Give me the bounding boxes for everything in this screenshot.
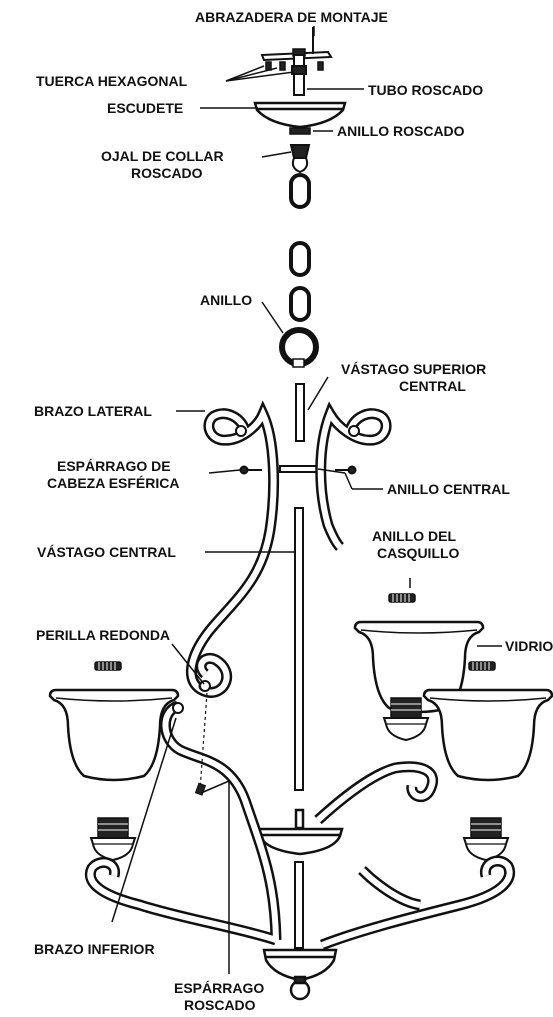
label-socket-ring-2: CASQUILLO xyxy=(377,545,460,561)
label-ball-knob: PERILLA REDONDA xyxy=(36,627,170,643)
label-side-arm: BRAZO LATERAL xyxy=(34,403,152,419)
label-ball-stud-1: ESPÁRRAGO DE xyxy=(57,458,171,474)
leader-lines xyxy=(111,26,502,974)
glass-shade-left xyxy=(48,688,180,782)
glass-shade-right xyxy=(422,688,553,782)
label-upper-stem-2: CENTRAL xyxy=(399,378,466,394)
socket-left xyxy=(90,817,136,861)
label-hex-nut: TUERCA HEXAGONAL xyxy=(36,73,188,89)
lower-arm-left xyxy=(84,700,282,946)
ball-knob xyxy=(199,680,211,692)
label-socket-ring-1: ANILLO DEL xyxy=(372,528,456,544)
threaded-stud xyxy=(194,782,207,796)
bottom-bowl xyxy=(262,948,338,1001)
socket-right xyxy=(463,817,509,861)
socket-ring-right xyxy=(468,661,496,671)
center-stem xyxy=(294,507,304,791)
socket-upper xyxy=(383,697,429,741)
side-arm-right xyxy=(315,401,392,551)
lower-stem xyxy=(294,861,304,949)
label-threaded-pipe: TUBO ROSCADO xyxy=(368,82,483,98)
threaded-ring xyxy=(289,127,311,135)
label-lower-arm: BRAZO INFERIOR xyxy=(34,941,155,957)
label-threaded-stud-2: ROSCADO xyxy=(184,997,256,1013)
collar-loop xyxy=(289,144,311,174)
assembly-guide xyxy=(199,692,208,791)
ball-head-studs xyxy=(239,465,357,475)
chain xyxy=(289,173,311,322)
canopy xyxy=(253,101,347,129)
label-center-stem: VÁSTAGO CENTRAL xyxy=(37,544,176,560)
upper-center-stem xyxy=(295,383,305,442)
side-arm-left xyxy=(185,400,280,698)
label-center-ring: ANILLO CENTRAL xyxy=(387,481,510,497)
ring xyxy=(279,327,319,368)
label-upper-stem-1: VÁSTAGO SUPERIOR xyxy=(341,361,486,377)
label-collar-loop-2: ROSCADO xyxy=(131,165,203,181)
label-ring: ANILLO xyxy=(200,292,252,308)
label-threaded-ring: ANILLO ROSCADO xyxy=(337,123,465,139)
label-ball-stud-2: CABEZA ESFÉRICA xyxy=(47,475,180,491)
label-threaded-stud-1: ESPÁRRAGO xyxy=(174,980,264,996)
threaded-pipe xyxy=(291,54,307,96)
center-ring xyxy=(279,465,319,473)
socket-ring-left xyxy=(94,661,122,671)
label-canopy: ESCUDETE xyxy=(107,100,183,116)
lower-arm-right xyxy=(314,761,516,951)
label-mounting-bracket: ABRAZADERA DE MONTAJE xyxy=(195,9,388,25)
label-glass: VIDRIO xyxy=(505,638,553,654)
socket-ring-upper xyxy=(388,593,416,603)
label-collar-loop-1: OJAL DE COLLAR xyxy=(101,148,224,164)
